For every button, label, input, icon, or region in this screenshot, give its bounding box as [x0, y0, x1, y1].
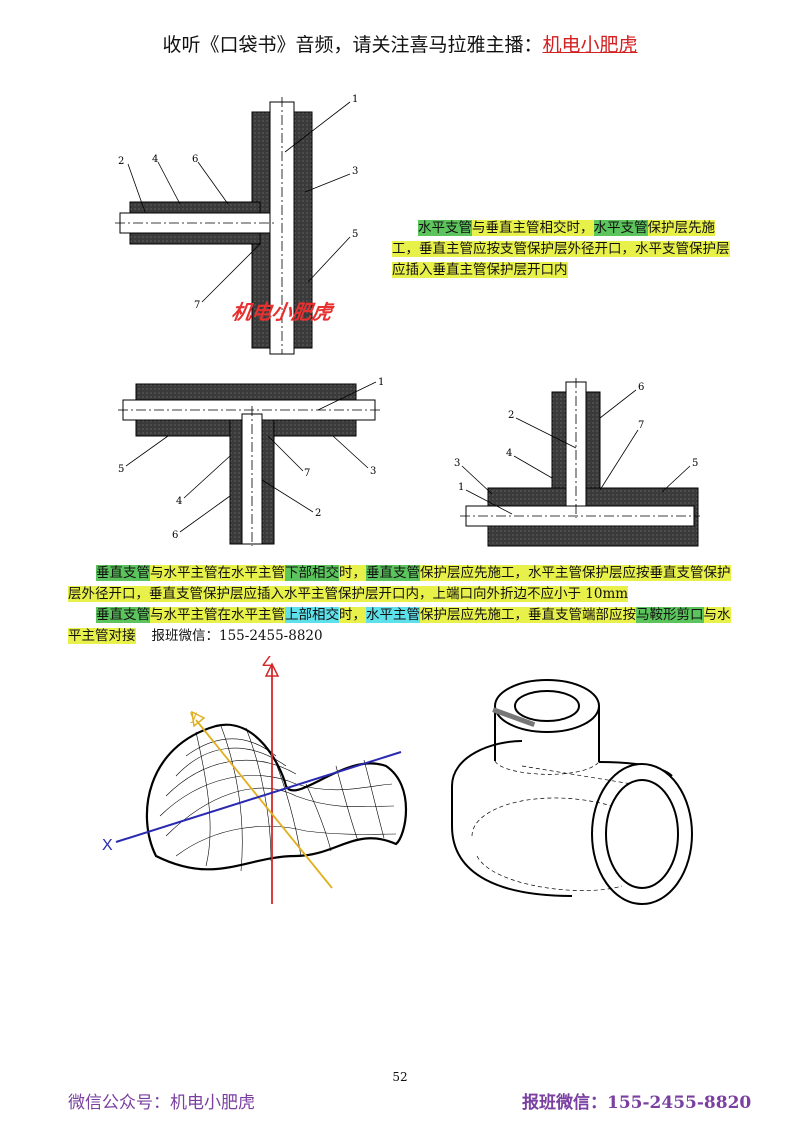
axis-y-label: y	[190, 707, 197, 723]
fig3-label-1: 1	[458, 482, 464, 493]
page-number: 52	[392, 1070, 408, 1084]
page-header: 收听《口袋书》音频，请关注喜马拉雅主播：机电小肥虎	[0, 30, 800, 57]
fig2-label-2: 2	[315, 508, 321, 519]
figure-horizontal-main-branch-below: 1 5 3 7 4 6 2	[118, 377, 384, 546]
fig1-label-3: 3	[352, 166, 358, 177]
figure-tee-pipe-sketch	[451, 679, 693, 905]
figure-vertical-main-horizontal-branch: 1 2 4 6 3 5 7	[115, 94, 358, 355]
fig3-label-6: 6	[638, 382, 644, 393]
fig2-label-6: 6	[172, 530, 178, 541]
note-vertical-branch: 垂直支管与水平主管在水平主管下部相交时，垂直支管保护层应先施工，水平主管保护层应…	[68, 565, 731, 644]
fig2-label-5: 5	[118, 464, 124, 475]
axis-z-label: Z	[262, 656, 273, 670]
axis-x-label: X	[102, 837, 113, 854]
fig1-label-1: 1	[352, 94, 358, 105]
fig1-label-7: 7	[194, 300, 200, 311]
figure-horizontal-main-branch-above: 6 2 4 7 3 5 1	[454, 378, 700, 547]
fig2-label-7: 7	[304, 468, 310, 479]
fig1-label-5: 5	[352, 229, 358, 240]
footer-left: 微信公众号：机电小肥虎	[68, 1093, 255, 1113]
fig3-label-5: 5	[692, 458, 698, 469]
fig1-label-2: 2	[118, 156, 124, 167]
fig3-label-4: 4	[506, 448, 512, 459]
fig3-label-3: 3	[454, 458, 460, 469]
fig2-label-3: 3	[370, 466, 376, 477]
fig2-label-4: 4	[176, 496, 182, 507]
header-title: 收听《口袋书》音频，请关注喜马拉雅主播：	[162, 34, 543, 56]
fig1-label-4: 4	[152, 154, 158, 165]
note-horizontal-branch: 水平支管与垂直主管相交时，水平支管保护层先施工，垂直主管应按支管保护层外径开口，…	[392, 220, 730, 278]
figure-saddle-surface: Z y X	[102, 656, 408, 904]
fig3-label-7: 7	[638, 420, 644, 431]
header-brand: 机电小肥虎	[542, 34, 638, 56]
fig1-label-6: 6	[192, 154, 198, 165]
footer-right: 报班微信：155-2455-8820	[522, 1093, 752, 1113]
fig3-label-2: 2	[508, 410, 514, 421]
watermark-logo: 机电小肥虎	[230, 300, 334, 324]
fig2-label-1: 1	[378, 377, 384, 388]
